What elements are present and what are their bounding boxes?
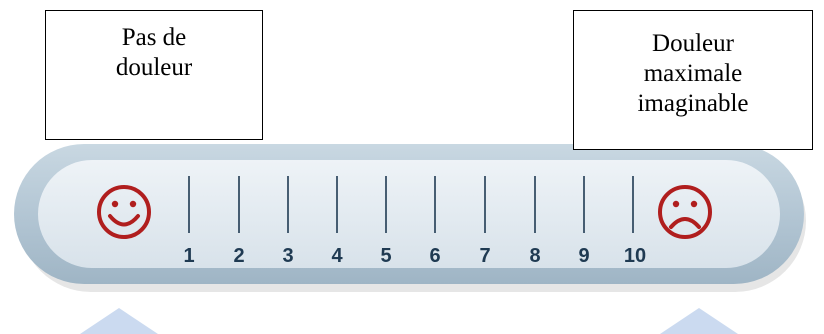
happy-face-icon <box>97 185 151 239</box>
tick-label-2: 2 <box>233 245 244 267</box>
tick-label-9: 9 <box>578 245 589 267</box>
no-pain-label-line-1: Pas de <box>121 24 187 51</box>
scale-bar-inner <box>38 160 780 268</box>
sad-face-icon <box>658 185 712 239</box>
tick-label-1: 1 <box>183 245 194 267</box>
scale-tick-marks <box>188 176 634 233</box>
max-pain-label-line-3: imaginable <box>637 90 749 117</box>
tick-label-7: 7 <box>479 245 490 267</box>
max-pain-label-line-1: Douleur <box>652 30 734 57</box>
tick-label-8: 8 <box>529 245 540 267</box>
tick-label-10: 10 <box>624 245 646 267</box>
tick-label-6: 6 <box>429 245 440 267</box>
tick-label-4: 4 <box>331 245 343 267</box>
left-pointer <box>80 308 158 334</box>
no-pain-label-line-2: douleur <box>115 54 193 81</box>
max-pain-label-line-2: maximale <box>643 60 743 87</box>
no-pain-label-box: Pas de douleur <box>45 10 263 140</box>
max-pain-label-box: Douleur maximale imaginable <box>573 10 813 150</box>
right-pointer <box>660 308 738 334</box>
tick-label-5: 5 <box>380 245 391 267</box>
tick-label-3: 3 <box>282 245 293 267</box>
